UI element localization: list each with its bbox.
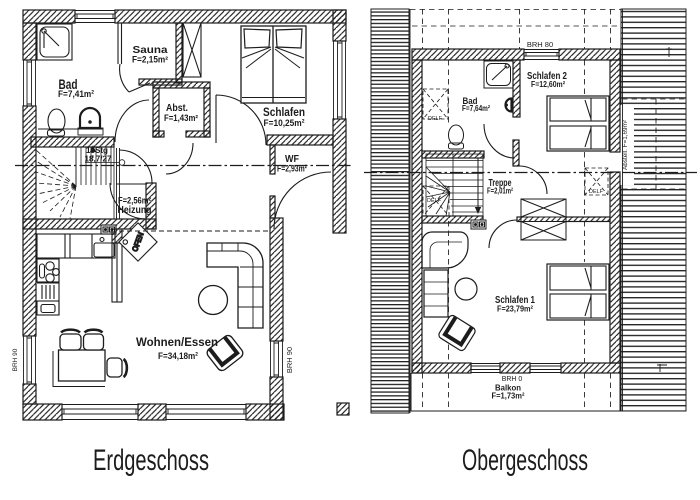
svg-text:Erdgeschoss: Erdgeschoss	[93, 444, 209, 477]
svg-text:Wohnen/Essen: Wohnen/Essen	[136, 337, 218, 349]
svg-text:Abstell. F=1,69m²: Abstell. F=1,69m²	[622, 119, 629, 170]
svg-text:WF: WF	[285, 154, 299, 165]
svg-text:F=34,18m²: F=34,18m²	[158, 351, 198, 362]
svg-text:BRH 90: BRH 90	[12, 348, 19, 371]
svg-text:Schlafen 2: Schlafen 2	[527, 71, 567, 82]
svg-text:Bad: Bad	[59, 76, 78, 92]
svg-text:DELF: DELF	[428, 116, 443, 122]
svg-text:15Stg: 15Stg	[86, 146, 108, 155]
svg-text:Schlafen 1: Schlafen 1	[495, 295, 535, 306]
svg-text:DELF: DELF	[427, 198, 442, 204]
svg-text:Sauna: Sauna	[133, 44, 168, 56]
svg-text:F=1,73m²: F=1,73m²	[492, 392, 525, 401]
svg-text:F=2,93m²: F=2,93m²	[277, 164, 307, 175]
svg-text:F=2,56m²: F=2,56m²	[118, 196, 151, 206]
svg-text:F=7,64m²: F=7,64m²	[462, 104, 490, 113]
svg-text:F=2,01m²: F=2,01m²	[487, 187, 513, 196]
svg-text:Abst.: Abst.	[166, 102, 188, 114]
svg-text:Treppe: Treppe	[489, 178, 512, 189]
svg-text:F=1,43m²: F=1,43m²	[164, 113, 198, 123]
svg-text:BRH 0: BRH 0	[502, 376, 523, 383]
svg-text:DELF: DELF	[589, 189, 604, 195]
svg-text:Obergeschoss: Obergeschoss	[462, 444, 588, 477]
svg-text:Bad: Bad	[463, 96, 478, 107]
svg-text:18,7/27: 18,7/27	[85, 155, 113, 164]
svg-text:BRH 90: BRH 90	[285, 347, 294, 373]
svg-text:BRH 80: BRH 80	[527, 40, 553, 49]
svg-text:Heizung: Heizung	[118, 205, 152, 216]
svg-text:F=2,15m²: F=2,15m²	[132, 55, 168, 65]
svg-text:F=10,25m²: F=10,25m²	[264, 118, 305, 129]
svg-text:Schlafen: Schlafen	[263, 107, 305, 119]
svg-text:F=12,60m²: F=12,60m²	[531, 80, 565, 89]
svg-text:Balkon: Balkon	[495, 383, 521, 393]
svg-text:F=23,79m²: F=23,79m²	[497, 305, 533, 314]
svg-text:F=7,41m²: F=7,41m²	[58, 89, 94, 100]
